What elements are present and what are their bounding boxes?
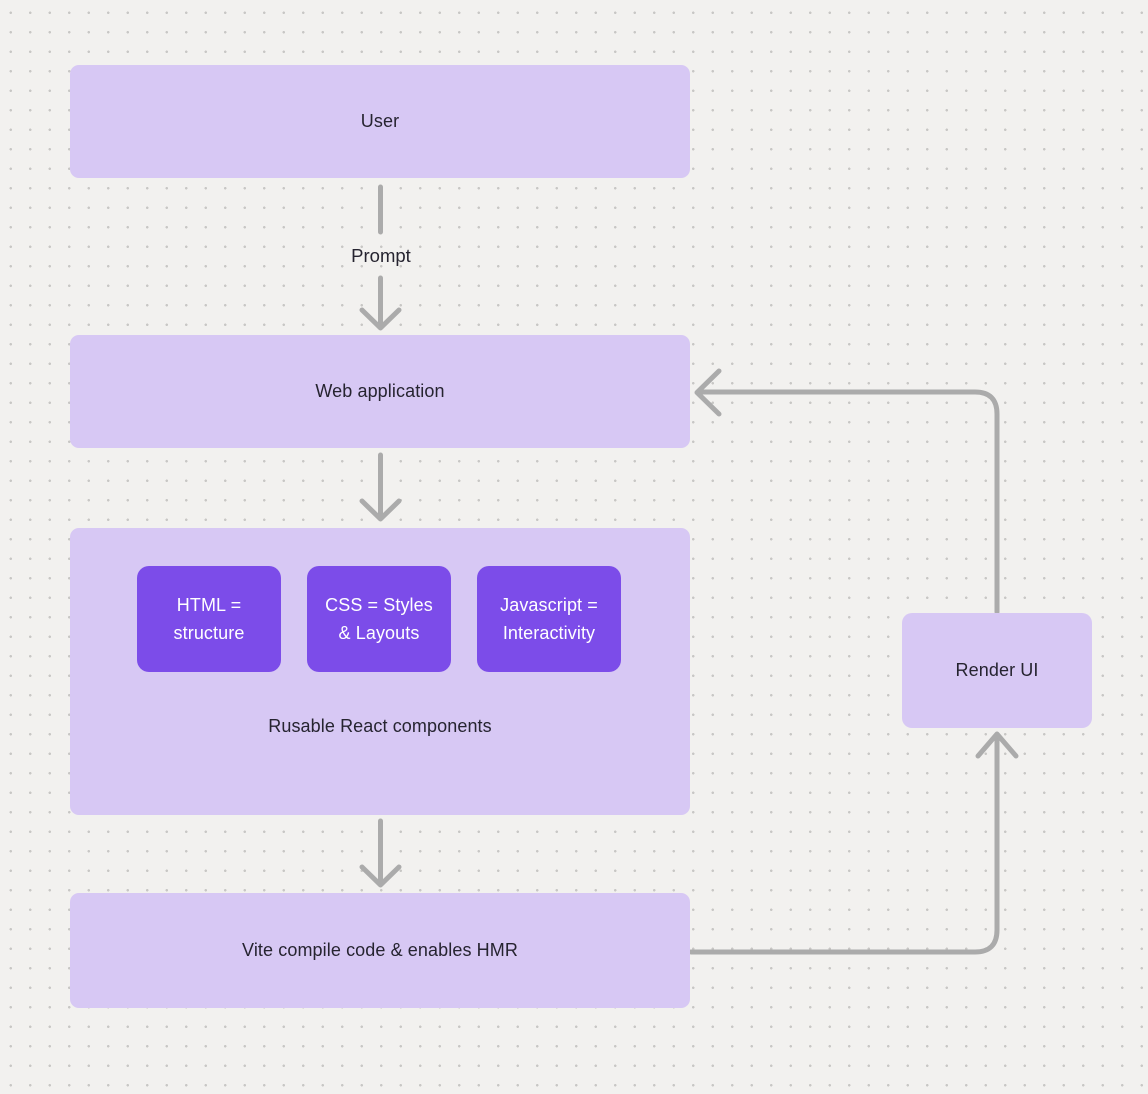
node-render-ui: Render UI	[902, 613, 1092, 728]
edge-vite-to-renderui-arrowhead	[975, 731, 1019, 759]
edge-prompt-label: Prompt	[351, 245, 411, 266]
node-javascript-label-line1: Javascript =	[500, 595, 598, 615]
node-components-group: HTML = structure CSS = Styles & Layouts …	[70, 528, 690, 815]
node-javascript: Javascript = Interactivity	[477, 566, 621, 672]
edge-webapp-to-components-arrowhead	[359, 498, 402, 522]
node-html: HTML = structure	[137, 566, 281, 672]
node-javascript-label-line2: Interactivity	[502, 623, 596, 643]
node-vite-label: Vite compile code & enables HMR	[242, 940, 518, 960]
edge-renderui-to-webapp-line	[698, 389, 1000, 615]
node-web-application-label: Web application	[315, 381, 445, 401]
node-web-application: Web application	[70, 335, 690, 448]
edge-vite-to-renderui-line	[688, 734, 1000, 955]
node-html-label-line2: structure	[173, 623, 245, 643]
node-render-ui-label: Render UI	[955, 660, 1039, 680]
node-html-label-line1: HTML =	[176, 595, 242, 615]
edge-renderui-to-webapp-arrowhead	[694, 368, 722, 417]
node-user-label: User	[360, 111, 400, 131]
node-css: CSS = Styles & Layouts	[307, 566, 451, 672]
edge-user-to-webapp-arrowhead	[359, 307, 402, 331]
components-group-caption: Rusable React components	[268, 716, 492, 736]
node-vite: Vite compile code & enables HMR	[70, 893, 690, 1008]
node-css-label-line2: & Layouts	[338, 623, 420, 643]
node-css-label-line1: CSS = Styles	[325, 595, 433, 615]
edge-components-to-vite-arrowhead	[359, 864, 402, 888]
node-user: User	[70, 65, 690, 178]
